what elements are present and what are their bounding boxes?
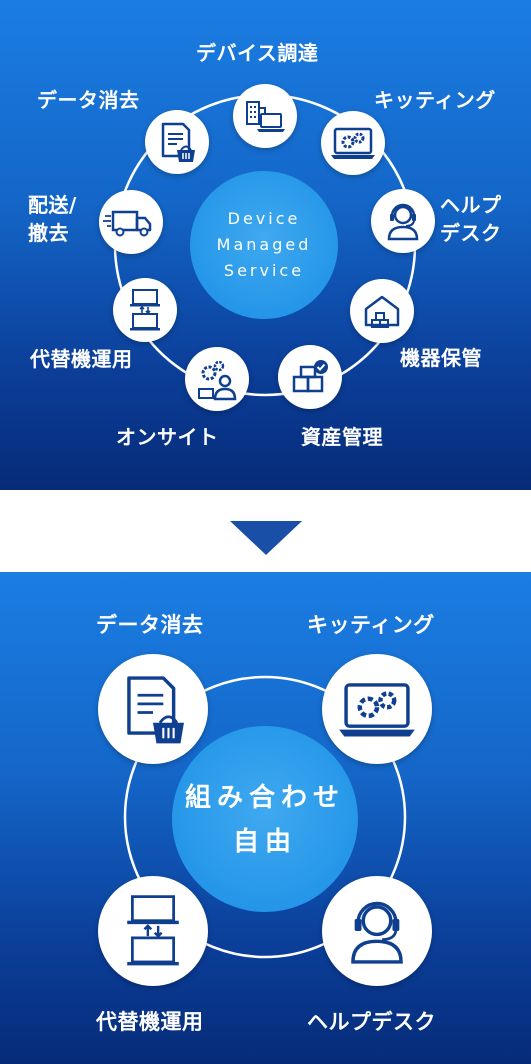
label-replacement-machine: 代替機運用 [30, 347, 133, 371]
dms-line-device: Device [227, 209, 301, 228]
laptop-swap-icon [127, 895, 179, 966]
node-helpdesk-large [322, 876, 432, 986]
combination-ring [123, 675, 407, 959]
node-replacement-machine [113, 278, 177, 342]
dms-line-service: Service [223, 261, 305, 280]
headset-operator-icon [387, 203, 419, 241]
center-text-freedom: 自由 [232, 827, 297, 857]
combination-center-circle: 組み合わせ 自由 [172, 726, 358, 912]
label-replacement-machine-large: 代替機運用 [96, 1010, 204, 1034]
label-helpdesk-large: ヘルプデスク [307, 1010, 436, 1034]
node-replacement-machine-large [98, 876, 208, 986]
label-device-procurement: デバイス調達 [196, 41, 319, 65]
label-equipment-storage: 機器保管 [400, 346, 482, 370]
node-kitting [321, 111, 385, 175]
node-delivery-removal [99, 190, 163, 254]
node-helpdesk [371, 189, 435, 253]
node-asset-management [278, 345, 342, 409]
label-asset-management: 資産管理 [301, 425, 383, 449]
node-data-erasure [145, 110, 209, 174]
delivery-truck-icon [103, 210, 152, 237]
down-arrow-icon [230, 521, 302, 555]
node-onsite [185, 347, 249, 411]
headset-operator-icon [351, 901, 403, 964]
node-equipment-storage [350, 279, 414, 343]
label-helpdesk: ヘルプ デスク [440, 193, 502, 245]
node-data-erasure-large [98, 654, 208, 764]
document-basket-icon [161, 122, 195, 162]
document-basket-icon [127, 676, 184, 744]
label-data-erasure: データ消去 [37, 88, 140, 112]
node-kitting-large [322, 654, 432, 764]
dms-overview-panel: Device Managed Service デバイス調達 キッティング [0, 0, 531, 490]
dms-center-circle: Device Managed Service [190, 171, 338, 319]
boxes-check-icon [292, 360, 328, 393]
label-kitting: キッティング [374, 88, 496, 112]
label-kitting-large: キッティング [307, 613, 435, 637]
building-laptop-icon [246, 101, 285, 132]
label-onsite: オンサイト [116, 425, 219, 449]
gears-worker-icon [198, 360, 237, 401]
warehouse-boxes-icon [364, 295, 400, 328]
laptop-gears-icon [339, 683, 415, 737]
combination-panel: 組み合わせ 自由 データ消去 キッティング [0, 572, 531, 1064]
laptop-swap-icon [130, 289, 160, 331]
center-text-combination: 組み合わせ [184, 783, 345, 813]
label-delivery-removal: 配送/ 撤去 [28, 193, 77, 245]
laptop-gears-icon [331, 127, 375, 159]
dms-line-managed: Managed [216, 235, 312, 254]
node-device-procurement [233, 84, 297, 148]
label-data-erasure-large: データ消去 [96, 613, 204, 637]
